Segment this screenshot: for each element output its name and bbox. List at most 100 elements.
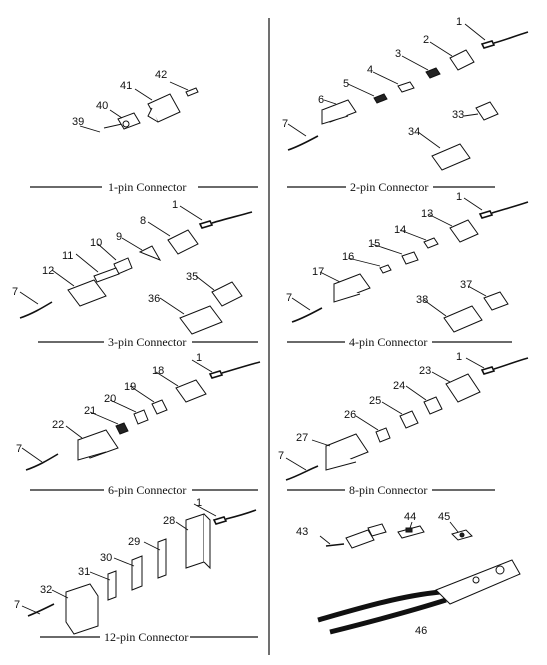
label-7e: 7 — [278, 450, 284, 462]
label-36: 36 — [148, 293, 160, 305]
group-2-pin — [287, 23, 529, 171]
label-7d: 7 — [16, 443, 22, 455]
label-35: 35 — [186, 271, 198, 283]
label-43: 43 — [296, 526, 308, 538]
part-3-seal — [425, 67, 441, 79]
part-13-receptacle — [449, 219, 479, 243]
part-29-seal — [157, 538, 167, 579]
label-7c: 7 — [286, 292, 292, 304]
part-7-wire-8pin — [285, 465, 319, 481]
group-3-pin — [19, 205, 253, 335]
part-31-lock — [107, 570, 117, 601]
label-45: 45 — [438, 511, 450, 523]
label-1f: 1 — [196, 497, 202, 509]
part-2-receptacle — [449, 49, 475, 71]
label-1a: 1 — [456, 16, 462, 28]
label-7a: 7 — [282, 118, 288, 130]
group-8-pin — [285, 357, 529, 481]
part-7-wire-4pin — [291, 307, 323, 323]
part-8-receptacle — [167, 229, 199, 255]
label-41: 41 — [120, 80, 132, 92]
label-14: 14 — [394, 224, 406, 236]
part-5-lock — [373, 93, 388, 104]
label-7b: 7 — [12, 286, 18, 298]
label-28: 28 — [163, 515, 175, 527]
label-27: 27 — [296, 432, 308, 444]
part-9-seal — [138, 245, 162, 261]
group-12-pin — [21, 503, 257, 635]
label-4: 4 — [367, 64, 373, 76]
part-1-terminal-4pin — [478, 201, 529, 219]
label-1d: 1 — [196, 352, 202, 364]
part-21-lock — [115, 422, 129, 435]
label-32: 32 — [40, 584, 52, 596]
part-7-wire — [287, 135, 319, 151]
label-16: 16 — [342, 251, 354, 263]
caption-2-pin: 2-pin Connector — [350, 180, 428, 194]
label-10: 10 — [90, 237, 102, 249]
label-12: 12 — [42, 265, 54, 277]
label-37: 37 — [460, 279, 472, 291]
part-16-lock — [379, 264, 392, 274]
label-5: 5 — [343, 78, 349, 90]
label-20: 20 — [104, 393, 116, 405]
label-11: 11 — [62, 250, 73, 262]
label-1e: 1 — [456, 351, 462, 363]
label-42: 42 — [155, 69, 167, 81]
label-26: 26 — [344, 409, 356, 421]
part-4-wedge — [397, 81, 415, 93]
label-15: 15 — [368, 238, 380, 250]
group-tools — [317, 521, 521, 635]
label-2: 2 — [423, 34, 429, 46]
part-1-terminal-12pin — [212, 509, 257, 525]
part-25-wedge — [399, 410, 419, 429]
label-1b: 1 — [172, 199, 178, 211]
label-46: 46 — [415, 625, 427, 637]
part-19-seal — [151, 399, 168, 415]
caption-3-pin: 3-pin Connector — [108, 335, 186, 349]
label-8: 8 — [140, 215, 146, 227]
label-38: 38 — [416, 294, 428, 306]
label-3: 3 — [395, 48, 401, 60]
part-11-lock — [93, 267, 120, 283]
label-1c: 1 — [456, 191, 462, 203]
part-32-plug — [65, 583, 99, 635]
label-9: 9 — [116, 231, 122, 243]
part-43-pin — [325, 543, 345, 547]
label-24: 24 — [393, 380, 405, 392]
part-1-terminal — [480, 31, 529, 49]
part-1-terminal-6pin — [208, 361, 261, 379]
caption-12-pin: 12-pin Connector — [104, 630, 188, 644]
caption-4-pin: 4-pin Connector — [349, 335, 427, 349]
part-14-seal — [423, 237, 439, 249]
label-29: 29 — [128, 536, 140, 548]
part-7-wire-12pin — [27, 603, 55, 617]
label-39: 39 — [72, 116, 84, 128]
part-12-plug — [67, 279, 107, 307]
part-23-receptacle — [445, 373, 481, 403]
caption-6-pin: 6-pin Connector — [108, 483, 186, 497]
group-6-pin — [21, 359, 261, 471]
label-18: 18 — [152, 365, 164, 377]
label-44: 44 — [404, 511, 416, 523]
caption-8-pin: 8-pin Connector — [349, 483, 427, 497]
label-7f: 7 — [14, 599, 20, 611]
part-1-terminal-3pin — [198, 211, 253, 229]
part-1-terminal-8pin — [480, 357, 529, 375]
label-13: 13 — [421, 208, 433, 220]
part-28-receptacle — [185, 513, 205, 569]
label-34: 34 — [408, 126, 420, 138]
part-37-receptacle — [483, 291, 509, 311]
label-17: 17 — [312, 266, 324, 278]
part-24-seal — [423, 396, 443, 415]
part-39-pin — [103, 123, 123, 129]
group-4-pin — [291, 197, 529, 333]
label-30: 30 — [100, 552, 112, 564]
label-23: 23 — [419, 365, 431, 377]
part-46-crimp-tool — [317, 559, 521, 635]
part-20-wedge — [133, 409, 149, 425]
part-26-lock — [375, 427, 391, 443]
label-19: 19 — [124, 381, 136, 393]
label-40: 40 — [96, 100, 108, 112]
